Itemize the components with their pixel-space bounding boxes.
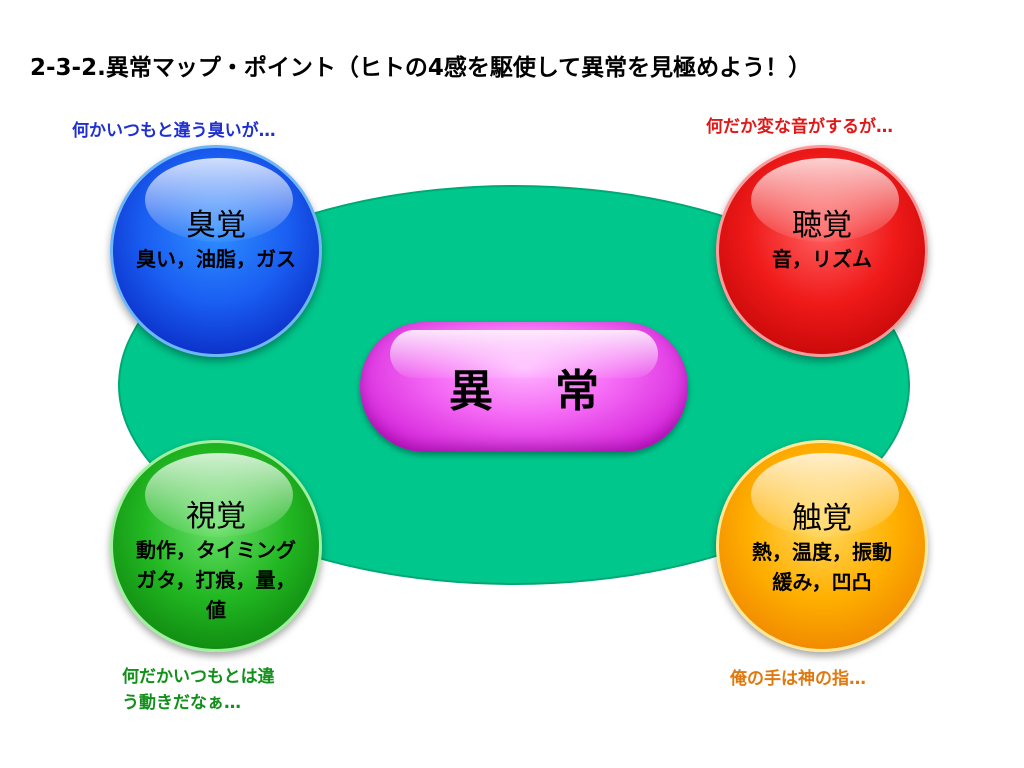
slide-title: 2-3-2.異常マップ・ポイント（ヒトの4感を駆使して異常を見極めよう！） (30, 55, 812, 81)
sight-note-line: 何だかいつもとは違 (122, 667, 275, 687)
smell-desc-line: 臭い，油脂，ガス (136, 247, 296, 271)
touch-desc-line: 熱，温度，振動 (752, 540, 892, 564)
hearing-note-line: 何だか変な音がするが… (706, 117, 893, 137)
sight-name: 視覚 (186, 499, 246, 534)
sight-note: 何だかいつもとは違 う動きだなぁ… (122, 664, 275, 716)
hearing-note: 何だか変な音がするが… (706, 114, 893, 140)
smell-note-line: 何かいつもと違う臭いが… (72, 121, 276, 141)
smell-note: 何かいつもと違う臭いが… (72, 118, 276, 144)
center-anomaly-pill: 異常 (360, 322, 688, 452)
hearing-sphere: 聴覚 音，リズム (716, 145, 928, 357)
touch-note: 俺の手は神の指… (730, 666, 866, 692)
hearing-name: 聴覚 (792, 208, 852, 243)
touch-desc-line: 緩み，凹凸 (772, 570, 872, 594)
smell-sphere: 臭覚 臭い，油脂，ガス (110, 145, 322, 357)
smell-name: 臭覚 (186, 208, 246, 243)
touch-name: 触覚 (792, 501, 852, 536)
sight-sphere: 視覚 動作，タイミング ガタ，打痕，量， 値 (110, 440, 322, 652)
sight-desc-line: ガタ，打痕，量， (136, 568, 296, 592)
sight-note-line: う動きだなぁ… (122, 693, 241, 713)
sight-desc-line: 値 (206, 598, 226, 622)
hearing-desc-line: 音，リズム (772, 247, 872, 271)
touch-sphere: 触覚 熱，温度，振動 緩み，凹凸 (716, 440, 928, 652)
center-label: 異常 (449, 366, 661, 417)
sight-desc-line: 動作，タイミング (136, 538, 296, 562)
touch-note-line: 俺の手は神の指… (730, 669, 866, 689)
